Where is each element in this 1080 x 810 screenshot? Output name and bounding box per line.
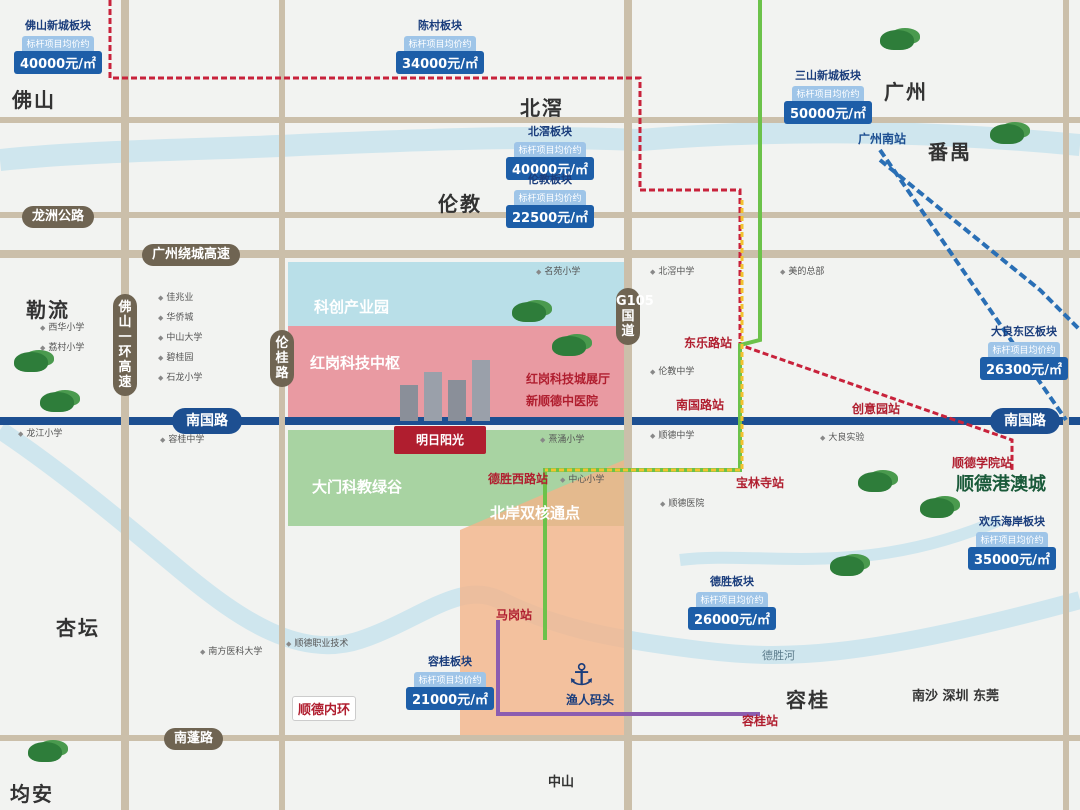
tree-icon	[858, 472, 892, 492]
road-label-g105: G105国道	[616, 288, 654, 345]
poi: 石龙小学	[158, 374, 202, 383]
zone-label-innovation: 科创产业园	[314, 298, 390, 316]
poi: 伦教中学	[650, 368, 694, 377]
block-daliang-east: 大良东区板块 标杆项目均价约 26300元/㎡	[980, 326, 1068, 380]
poi: 顺德中学	[650, 432, 694, 441]
rail-guangzhou-2	[878, 158, 1080, 332]
tree-icon	[880, 30, 914, 50]
road-label-raocheng: 广州绕城高速	[142, 244, 241, 266]
road-label-lungui: 伦桂路	[270, 330, 294, 387]
station-baolin: 宝林寺站	[736, 476, 785, 490]
label-shunde-hk: 顺德港澳城	[956, 474, 1046, 495]
station-chuangye: 创意园站	[852, 402, 901, 416]
poi: 容桂中学	[160, 436, 204, 445]
tree-icon	[14, 352, 48, 372]
road-label-longzhou: 龙洲公路	[22, 206, 95, 228]
block-ronggui: 容桂板块 标杆项目均价约 21000元/㎡	[406, 656, 494, 710]
station-dongle: 东乐路站	[684, 336, 733, 350]
poi: 名苑小学	[536, 268, 580, 277]
tree-icon	[920, 498, 954, 518]
area-ronggui: 容桂	[786, 688, 830, 712]
tower-2	[424, 372, 442, 421]
metro-green-line	[543, 0, 762, 640]
block-beijiao: 北滘板块 标杆项目均价约 40000元/㎡	[506, 126, 594, 180]
block-sanshan: 三山新城板块 标杆项目均价约 50000元/㎡	[784, 70, 872, 124]
poi: 荔村小学	[40, 344, 84, 353]
road-label-nanpeng: 南蓬路	[164, 728, 224, 750]
area-junan: 均安	[10, 782, 54, 806]
tree-icon	[830, 556, 864, 576]
label-south-cities: 南沙 深圳 东莞	[912, 689, 1000, 704]
area-lunjiao: 伦教	[438, 192, 482, 216]
tower-3	[448, 380, 466, 421]
label-zhongshan: 中山	[548, 775, 575, 790]
tower-1	[400, 385, 418, 421]
zone-label-hongqi-hall: 红岗科技城展厅	[526, 372, 611, 386]
road-label-nanguo-left: 南国路	[172, 408, 242, 434]
river-north	[0, 121, 1080, 171]
station-ronggui: 容桂站	[742, 714, 779, 728]
poi: 大良实验	[820, 434, 864, 443]
station-desheng-west: 德胜西路站	[488, 472, 549, 486]
road-label-foshan-ring: 佛山一环高速	[113, 294, 137, 396]
metro-yellow-line	[545, 200, 744, 472]
block-happy-coast: 欢乐海岸板块 标杆项目均价约 35000元/㎡	[968, 516, 1056, 570]
river-south	[0, 422, 1080, 664]
poi: 华侨城	[158, 314, 193, 323]
poi: 熹涌小学	[540, 436, 584, 445]
tree-icon	[512, 302, 546, 322]
tree-icon	[40, 392, 74, 412]
zone-label-new-hospital: 新顺德中医院	[526, 394, 599, 408]
poi: 北滘中学	[650, 268, 694, 277]
poi: 佳兆业	[158, 294, 193, 303]
river-desheng	[679, 514, 1003, 566]
poi: 龙江小学	[18, 430, 62, 439]
block-chencun: 陈村板块 标杆项目均价约 34000元/㎡	[396, 20, 484, 74]
zone-label-beiduan: 北岸双核通点	[490, 504, 581, 522]
station-shunde-college: 顺德学院站	[952, 456, 1013, 470]
block-desheng: 德胜板块 标杆项目均价约 26000元/㎡	[688, 576, 776, 630]
poi: 西华小学	[40, 324, 84, 333]
station-magang: 马岗站	[496, 608, 533, 622]
area-beijiao: 北滘	[520, 96, 564, 120]
label-river: 德胜河	[762, 649, 795, 662]
block-foshan-new: 佛山新城板块 标杆项目均价约 40000元/㎡	[14, 20, 102, 74]
poi: 顺德医院	[660, 500, 704, 509]
label-nanpeng-ring: 顺德内环	[292, 696, 357, 721]
tree-icon	[28, 742, 62, 762]
area-foshan: 佛山	[12, 88, 56, 112]
zone-beiduan-area	[460, 460, 624, 740]
label-yuren: 渔人码头	[566, 693, 615, 707]
poi: 中心小学	[560, 476, 604, 485]
tower-4	[472, 360, 490, 421]
poi: 碧桂园	[158, 354, 193, 363]
block-lunjiao: 伦教板块 标杆项目均价约 22500元/㎡	[506, 174, 594, 228]
zone-label-hongqi: 红岗科技中枢	[310, 354, 401, 372]
area-panyu: 番禺	[928, 140, 972, 164]
station-gz-south: 广州南站	[858, 132, 907, 146]
zone-label-damen: 大门科教绿谷	[312, 478, 403, 496]
project-marker[interactable]: 明日阳光	[394, 426, 486, 454]
metro-red-line	[108, 0, 1014, 470]
station-nanguolu: 南国路站	[676, 398, 725, 412]
tree-icon	[552, 336, 586, 356]
rail-guangzhou	[878, 148, 1068, 422]
area-leliu: 勒流	[26, 298, 70, 322]
poi: 南方医科大学	[200, 648, 262, 657]
anchor-icon: ⚓	[568, 658, 595, 693]
poi: 美的总部	[780, 268, 824, 277]
poi: 顺德职业技术	[286, 640, 348, 649]
road-label-nanguo-right: 南国路	[990, 408, 1060, 434]
area-guangzhou: 广州	[884, 80, 928, 104]
area-xingtan: 杏坛	[56, 616, 100, 640]
metro-purple-line	[496, 620, 760, 716]
tree-icon	[990, 124, 1024, 144]
poi: 中山大学	[158, 334, 202, 343]
